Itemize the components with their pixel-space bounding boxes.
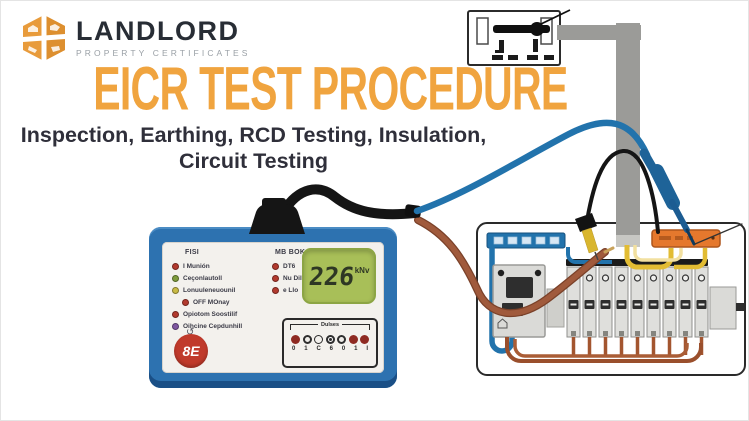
busbar-cover — [566, 259, 708, 266]
digit: I — [366, 346, 368, 352]
selector-button — [360, 335, 369, 344]
earth-wires-yellow — [624, 245, 708, 270]
lcd-display: 226 kNv — [302, 248, 376, 304]
selector-button — [337, 335, 346, 344]
tester-right-header: MB BOK — [275, 249, 306, 256]
brand-badge: 8E — [174, 334, 208, 368]
led-red-icon — [182, 298, 189, 306]
subtitle-line-2: Circuit Testing — [179, 149, 328, 174]
house-icon — [497, 318, 508, 329]
digit: 0 — [341, 346, 346, 352]
lead-splitter — [404, 204, 422, 218]
live-terminal-bar — [651, 229, 721, 248]
led-label: I Munión — [183, 262, 210, 270]
led-red-icon — [172, 262, 179, 270]
mcb-row — [566, 266, 709, 338]
logo-hexagon-icon — [21, 14, 67, 62]
led-red-icon — [172, 310, 179, 318]
led-label: e Llo — [283, 286, 299, 294]
led-purple-icon — [172, 322, 179, 330]
socket-slot — [540, 17, 553, 45]
led-green-icon — [172, 274, 179, 282]
led-red-icon — [272, 286, 279, 294]
neutral-wire-loop — [489, 245, 515, 354]
digit: 1 — [354, 346, 358, 352]
logo: LANDLORD PROPERTY CERTIFICATES — [21, 14, 251, 62]
end-cap — [709, 286, 744, 330]
selector-button — [348, 335, 358, 344]
logo-name: LANDLORD — [76, 16, 240, 46]
led-label: Opiotom Soostilif — [183, 310, 238, 318]
led-list-left: I Munión Ceçonlautoll Lonuuleneuounil OF… — [172, 260, 242, 332]
page-title: EICR TEST PROCEDURE — [93, 54, 568, 124]
neutral-bar — [486, 232, 566, 249]
selector-digits: 0 1 C 6 0 1 I — [292, 346, 368, 352]
lcd-value: 226 — [307, 261, 356, 291]
led-red-icon — [272, 262, 279, 270]
led-label: Lonuuleneuounil — [183, 286, 236, 294]
consumer-unit — [476, 222, 746, 376]
selector-buttons — [291, 335, 369, 344]
led-red-icon — [272, 274, 279, 282]
logo-tagline: PROPERTY CERTIFICATES — [76, 48, 251, 58]
led-label: Ceçonlautoll — [183, 274, 223, 282]
selector-button — [302, 335, 312, 344]
led-label: Nu Dil — [283, 274, 302, 282]
multifunction-tester: FISI MB BOK I Munión Ceçonlautoll Lonuul… — [149, 227, 397, 388]
brown-test-lead — [414, 216, 615, 318]
selector-panel-label: Dulses — [320, 322, 340, 328]
led-label: Oihcine Cepdunhill — [183, 322, 243, 330]
led-list-right: DT6 Nu Dil e Llo — [272, 260, 302, 296]
lcd-unit: kNv — [354, 265, 370, 275]
led-label: DT6 — [283, 262, 296, 270]
socket-slot — [476, 17, 489, 45]
tester-faceplate: FISI MB BOK I Munión Ceçonlautoll Lonuul… — [162, 242, 384, 373]
selector-button — [291, 335, 300, 344]
digit: 6 — [329, 346, 333, 352]
led-label: OFF MOnay — [193, 298, 230, 306]
blue-probe-tip — [685, 228, 696, 246]
blue-link-wire — [566, 247, 612, 264]
yellow-tip-probe — [575, 213, 597, 232]
digit: 0 — [292, 346, 296, 352]
title-block: EICR TEST PROCEDURE Inspection, Earthing… — [1, 58, 568, 174]
main-switch — [492, 264, 565, 338]
subtitle-line-1: Inspection, Earthing, RCD Testing, Insul… — [20, 123, 487, 147]
black-test-lead — [575, 149, 660, 261]
digit: C — [316, 346, 321, 352]
bracket-line — [290, 324, 318, 330]
selector-button — [325, 335, 335, 344]
selector-panel: Dulses 0 1 C 6 0 — [282, 318, 378, 368]
digit: 1 — [304, 346, 308, 352]
tester-left-header: FISI — [185, 249, 200, 256]
circuit-wires-brown — [505, 337, 704, 363]
blue-probe-grip — [650, 164, 680, 210]
socket-probe-plug — [530, 22, 544, 36]
bracket-line — [342, 324, 371, 330]
selector-button — [314, 335, 323, 344]
conduit — [557, 23, 641, 247]
rotate-ccw-icon: ↺ — [186, 327, 195, 338]
led-yellow-icon — [172, 286, 179, 294]
